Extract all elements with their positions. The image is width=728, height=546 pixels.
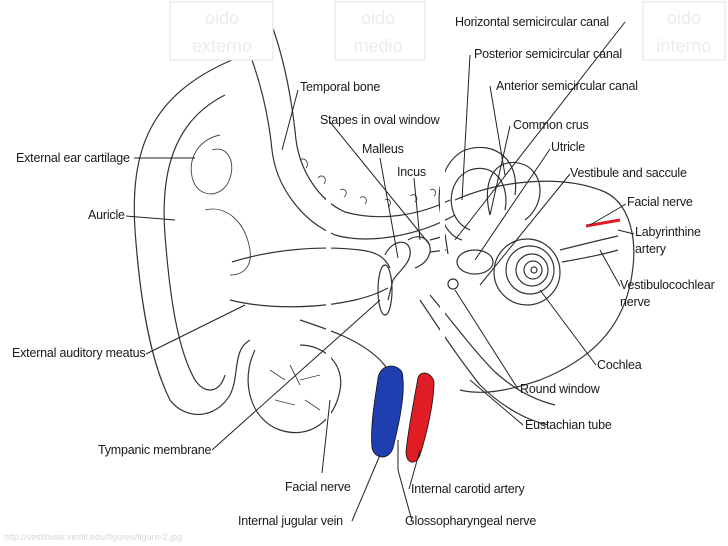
internal-jugular-vein-shape [371, 365, 404, 458]
stapes-shape [429, 233, 449, 255]
vestibulocochlear-nerve-shape [559, 235, 619, 263]
inner-ear-header-box [642, 1, 726, 61]
eustachian-tube-shape [419, 299, 549, 426]
label-internal-carotid: Internal carotid artery [411, 482, 525, 496]
label-temporal-bone: Temporal bone [300, 80, 380, 94]
label-labyrinthine-1: Labyrinthine [635, 225, 701, 239]
inner-ear-header-line1: oido [667, 8, 701, 28]
section-divider-right [440, 0, 445, 546]
section-divider-left [326, 0, 331, 546]
label-anterior-canal: Anterior semicircular canal [496, 79, 638, 93]
eustachian-tube-shape-2 [429, 294, 556, 406]
label-horizontal-canal: Horizontal semicircular canal [455, 15, 609, 29]
label-tympanic-membrane: Tympanic membrane [98, 443, 212, 457]
outer-ear-header-line1: oido [205, 8, 239, 28]
tympanic-membrane-shape [377, 264, 393, 316]
horizontal-canal-shape [450, 167, 507, 231]
mastoid-outline [247, 344, 342, 434]
inner-ear-header-line2: interno [656, 36, 711, 56]
label-facial-nerve-top: Facial nerve [627, 195, 693, 209]
leader-lines [125, 21, 635, 522]
vestibule-shape [456, 249, 494, 275]
petrous-bone-outline [454, 180, 635, 393]
label-stapes: Stapes in oval window [320, 113, 441, 127]
label-auricle: Auricle [88, 208, 125, 222]
label-vestibulocochlear-1: Vestibulocochlear [620, 278, 715, 292]
middle-ear-header-line2: medio [353, 36, 402, 56]
internal-carotid-artery-shape [405, 372, 435, 463]
label-vestibulocochlear-2: nerve [620, 295, 651, 309]
source-url-watermark: http://vestibular.vestil.edu/figures/fig… [4, 532, 182, 542]
label-internal-jugular: Internal jugular vein [238, 514, 343, 528]
outer-ear-header-line2: externo [192, 36, 252, 56]
ear-canal-lower [229, 287, 389, 308]
cochlea-spiral [493, 238, 561, 306]
mastoid-cells [269, 364, 321, 411]
posterior-canal-shape [438, 146, 517, 241]
label-malleus: Malleus [362, 142, 404, 156]
concha [204, 208, 251, 276]
middle-ear-header-box [334, 1, 426, 61]
label-posterior-canal: Posterior semicircular canal [474, 47, 622, 61]
auricle-outline [133, 59, 251, 415]
helix-fold [190, 134, 233, 195]
ear-drawing [133, 19, 635, 463]
bone-texture [299, 158, 437, 208]
label-utricle: Utricle [551, 140, 585, 154]
label-labyrinthine-2: artery [635, 242, 667, 256]
label-vestibule: Vestibule and saccule [570, 166, 687, 180]
temporal-bone-inner [269, 19, 451, 218]
ear-canal-upper [231, 247, 391, 269]
label-facial-nerve-bottom: Facial nerve [285, 480, 351, 494]
anterior-canal-shape [486, 161, 541, 221]
outer-ear-header-box [169, 1, 274, 61]
label-incus: Incus [397, 165, 426, 179]
round-window-shape [447, 278, 459, 290]
label-ext-auditory-meatus: External auditory meatus [12, 346, 145, 360]
middle-ear-header-line1: oido [361, 8, 395, 28]
temporal-bone-outer [239, 29, 456, 240]
labyrinthine-artery-shape [585, 218, 621, 228]
label-ext-ear-cartilage: External ear cartilage [16, 151, 130, 165]
auricle-inner-outline [163, 94, 226, 391]
malleus-shape [384, 241, 411, 301]
label-cochlea: Cochlea [597, 358, 642, 372]
label-round-window: Round window [520, 382, 601, 396]
label-common-crus: Common crus [513, 118, 589, 132]
label-glossopharyngeal: Glossopharyngeal nerve [405, 514, 536, 528]
label-eustachian-tube: Eustachian tube [525, 418, 612, 432]
